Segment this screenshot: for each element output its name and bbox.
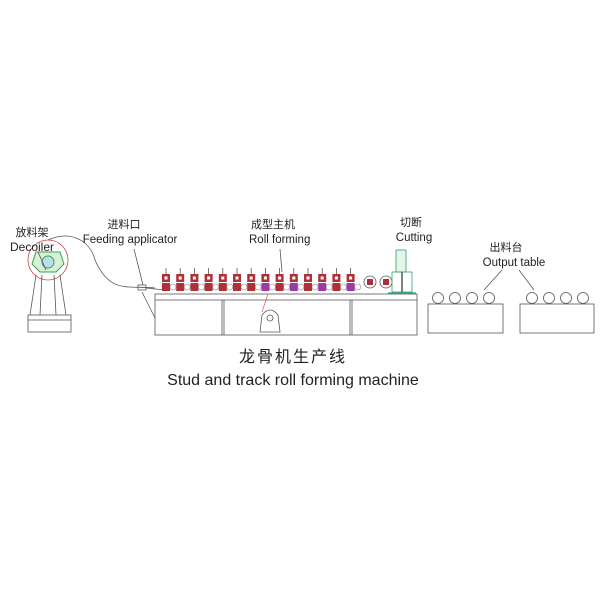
straightener-roller: [379, 275, 393, 289]
leader-output-2: [518, 269, 535, 291]
output-roller: [483, 292, 495, 304]
forming-label-cn: 成型主机: [251, 217, 295, 231]
output-table-2: [519, 303, 595, 334]
cutting-label-cn: 切断: [400, 215, 422, 229]
roller-stand: [190, 268, 205, 291]
roller-stand: [346, 268, 361, 291]
roller-stand: [261, 268, 276, 291]
roller-stand: [275, 268, 290, 291]
output-table-1: [427, 303, 504, 334]
roller-stand: [233, 268, 248, 291]
title-cn: 龙骨机生产线: [239, 348, 347, 366]
feeding-label-en: Feeding applicator: [83, 234, 178, 246]
roller-stand: [318, 268, 333, 291]
decoiler-label-en: Decoiler: [10, 240, 54, 254]
output-roller: [526, 292, 538, 304]
output-roller: [449, 292, 461, 304]
cutting-label-en: Cutting: [396, 232, 432, 244]
roller-stand: [176, 268, 191, 291]
leader-output-1: [483, 269, 503, 291]
decoiler-label-cn: 放料架: [16, 225, 49, 239]
output-label-cn: 出料台: [490, 240, 523, 254]
cutting-unit: [388, 249, 416, 294]
output-roller: [560, 292, 572, 304]
steel-strip: [47, 235, 156, 289]
output-rollers: [432, 292, 589, 304]
leader-forming: [279, 248, 283, 273]
output-roller: [543, 292, 555, 304]
roller-stand: [304, 268, 319, 291]
title-en: Stud and track roll forming machine: [167, 372, 419, 389]
roll-forming-frame: [154, 293, 418, 336]
roller-stand: [332, 268, 347, 291]
roller-stand: [247, 268, 262, 291]
output-roller: [466, 292, 478, 304]
output-label-en: Output table: [483, 257, 546, 269]
forming-rollers: [162, 268, 393, 291]
roller-stand: [204, 268, 219, 291]
leader-feeding: [133, 248, 144, 286]
feeding-label-cn: 进料口: [108, 217, 141, 231]
roller-stand: [162, 268, 177, 291]
leader-decoiler: [37, 251, 47, 271]
roller-stand: [218, 268, 234, 291]
output-roller: [577, 292, 589, 304]
straightener-roller: [363, 275, 377, 289]
feeding-applicator: [137, 284, 166, 319]
forming-label-en: Roll forming: [249, 234, 310, 246]
output-roller: [432, 292, 444, 304]
roller-stand: [289, 268, 305, 291]
